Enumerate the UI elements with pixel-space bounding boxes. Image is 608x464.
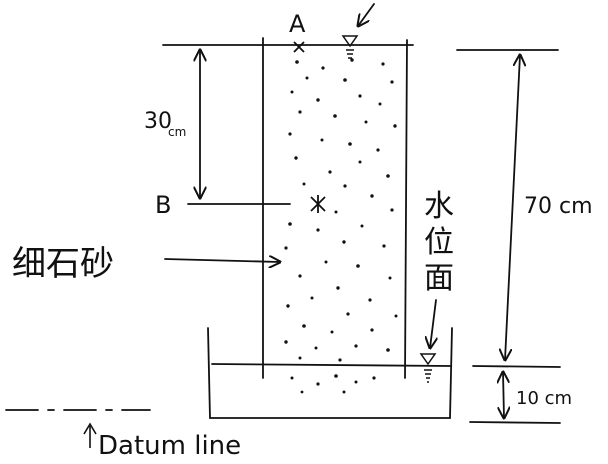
dimension-arrow-10cm [503, 372, 504, 418]
point-b-marker-icon [310, 195, 326, 213]
water-surface-label-2: 位 [424, 225, 454, 260]
water-surface-label-3: 面 [424, 261, 454, 296]
sand-pointer-arrow [164, 259, 280, 262]
sand-particles [284, 58, 398, 394]
top-water-level-marker-icon [341, 35, 359, 59]
datum-line-label: Datum line [98, 431, 241, 461]
sand-label: 细石砂 [12, 244, 114, 284]
tank-right-wall [404, 39, 408, 379]
point-b-label: B [155, 191, 171, 219]
outer-basin [207, 327, 453, 419]
lower-water-level-marker-icon [419, 353, 437, 383]
point-a-label: A [289, 10, 306, 38]
water-surface-label-1: 水 [424, 189, 454, 224]
right-bottom-reference-line [472, 365, 561, 368]
column-height-label: 70 cm [524, 194, 593, 219]
point-a-marker-icon [293, 41, 305, 53]
lower-water-line [211, 363, 451, 367]
base-height-label: 10 cm [516, 388, 572, 409]
top-water-pointer-arrow [358, 3, 375, 26]
dimension-arrow-70cm [505, 55, 520, 360]
datum-reference-line [469, 421, 561, 424]
depth-ab-value: 30 [144, 109, 172, 134]
depth-ab-unit: cm [168, 125, 186, 139]
datum-pointer-icon [83, 422, 97, 448]
water-surface-pointer-arrow [430, 299, 436, 348]
